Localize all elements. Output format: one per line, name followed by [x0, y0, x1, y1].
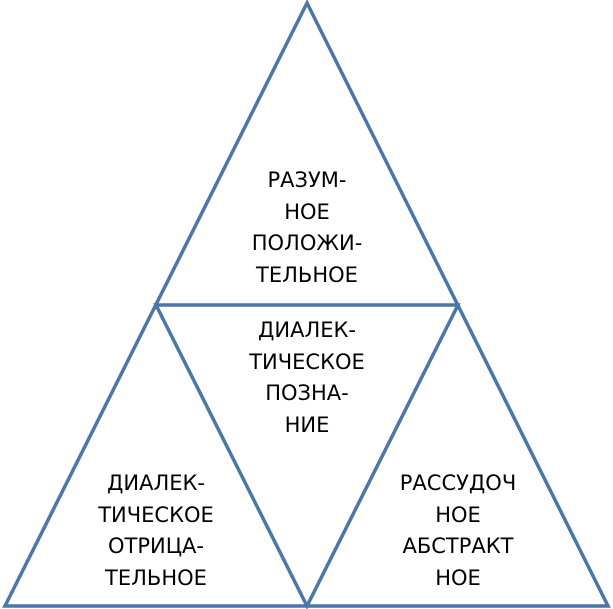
label-line: НОЕ — [435, 565, 481, 590]
label-line: ТИЧЕСКОЕ — [98, 502, 214, 527]
label-line: НИЕ — [284, 412, 330, 437]
label-line: ОТРИЦА- — [108, 534, 204, 558]
label-line: ТЕЛЬНОЕ — [256, 262, 358, 287]
label-line: АБСТРАКТ — [402, 534, 514, 558]
section-right-label: РАССУДОЧ НОЕ АБСТРАКТ НОЕ — [378, 468, 538, 594]
label-line: ТИЧЕСКОЕ — [249, 349, 365, 374]
label-line: НОЕ — [435, 502, 481, 527]
label-line: ДИАЛЕК- — [257, 318, 357, 342]
label-line: РАССУДОЧ — [399, 471, 517, 495]
section-top-label: РАЗУМ- НОЕ ПОЛОЖИ- ТЕЛЬНОЕ — [227, 165, 387, 291]
inner-triangle — [153, 303, 461, 609]
label-line: РАЗУМ- — [267, 168, 347, 192]
section-left-label: ДИАЛЕК- ТИЧЕСКОЕ ОТРИЦА- ТЕЛЬНОЕ — [76, 468, 236, 594]
label-line: ПОЗНА- — [265, 381, 349, 405]
label-line: ПОЛОЖИ- — [251, 231, 363, 255]
label-line: НОЕ — [284, 199, 330, 224]
section-center-label: ДИАЛЕК- ТИЧЕСКОЕ ПОЗНА- НИЕ — [227, 315, 387, 441]
label-line: ТЕЛЬНОЕ — [105, 565, 207, 590]
label-line: ДИАЛЕК- — [106, 471, 206, 495]
